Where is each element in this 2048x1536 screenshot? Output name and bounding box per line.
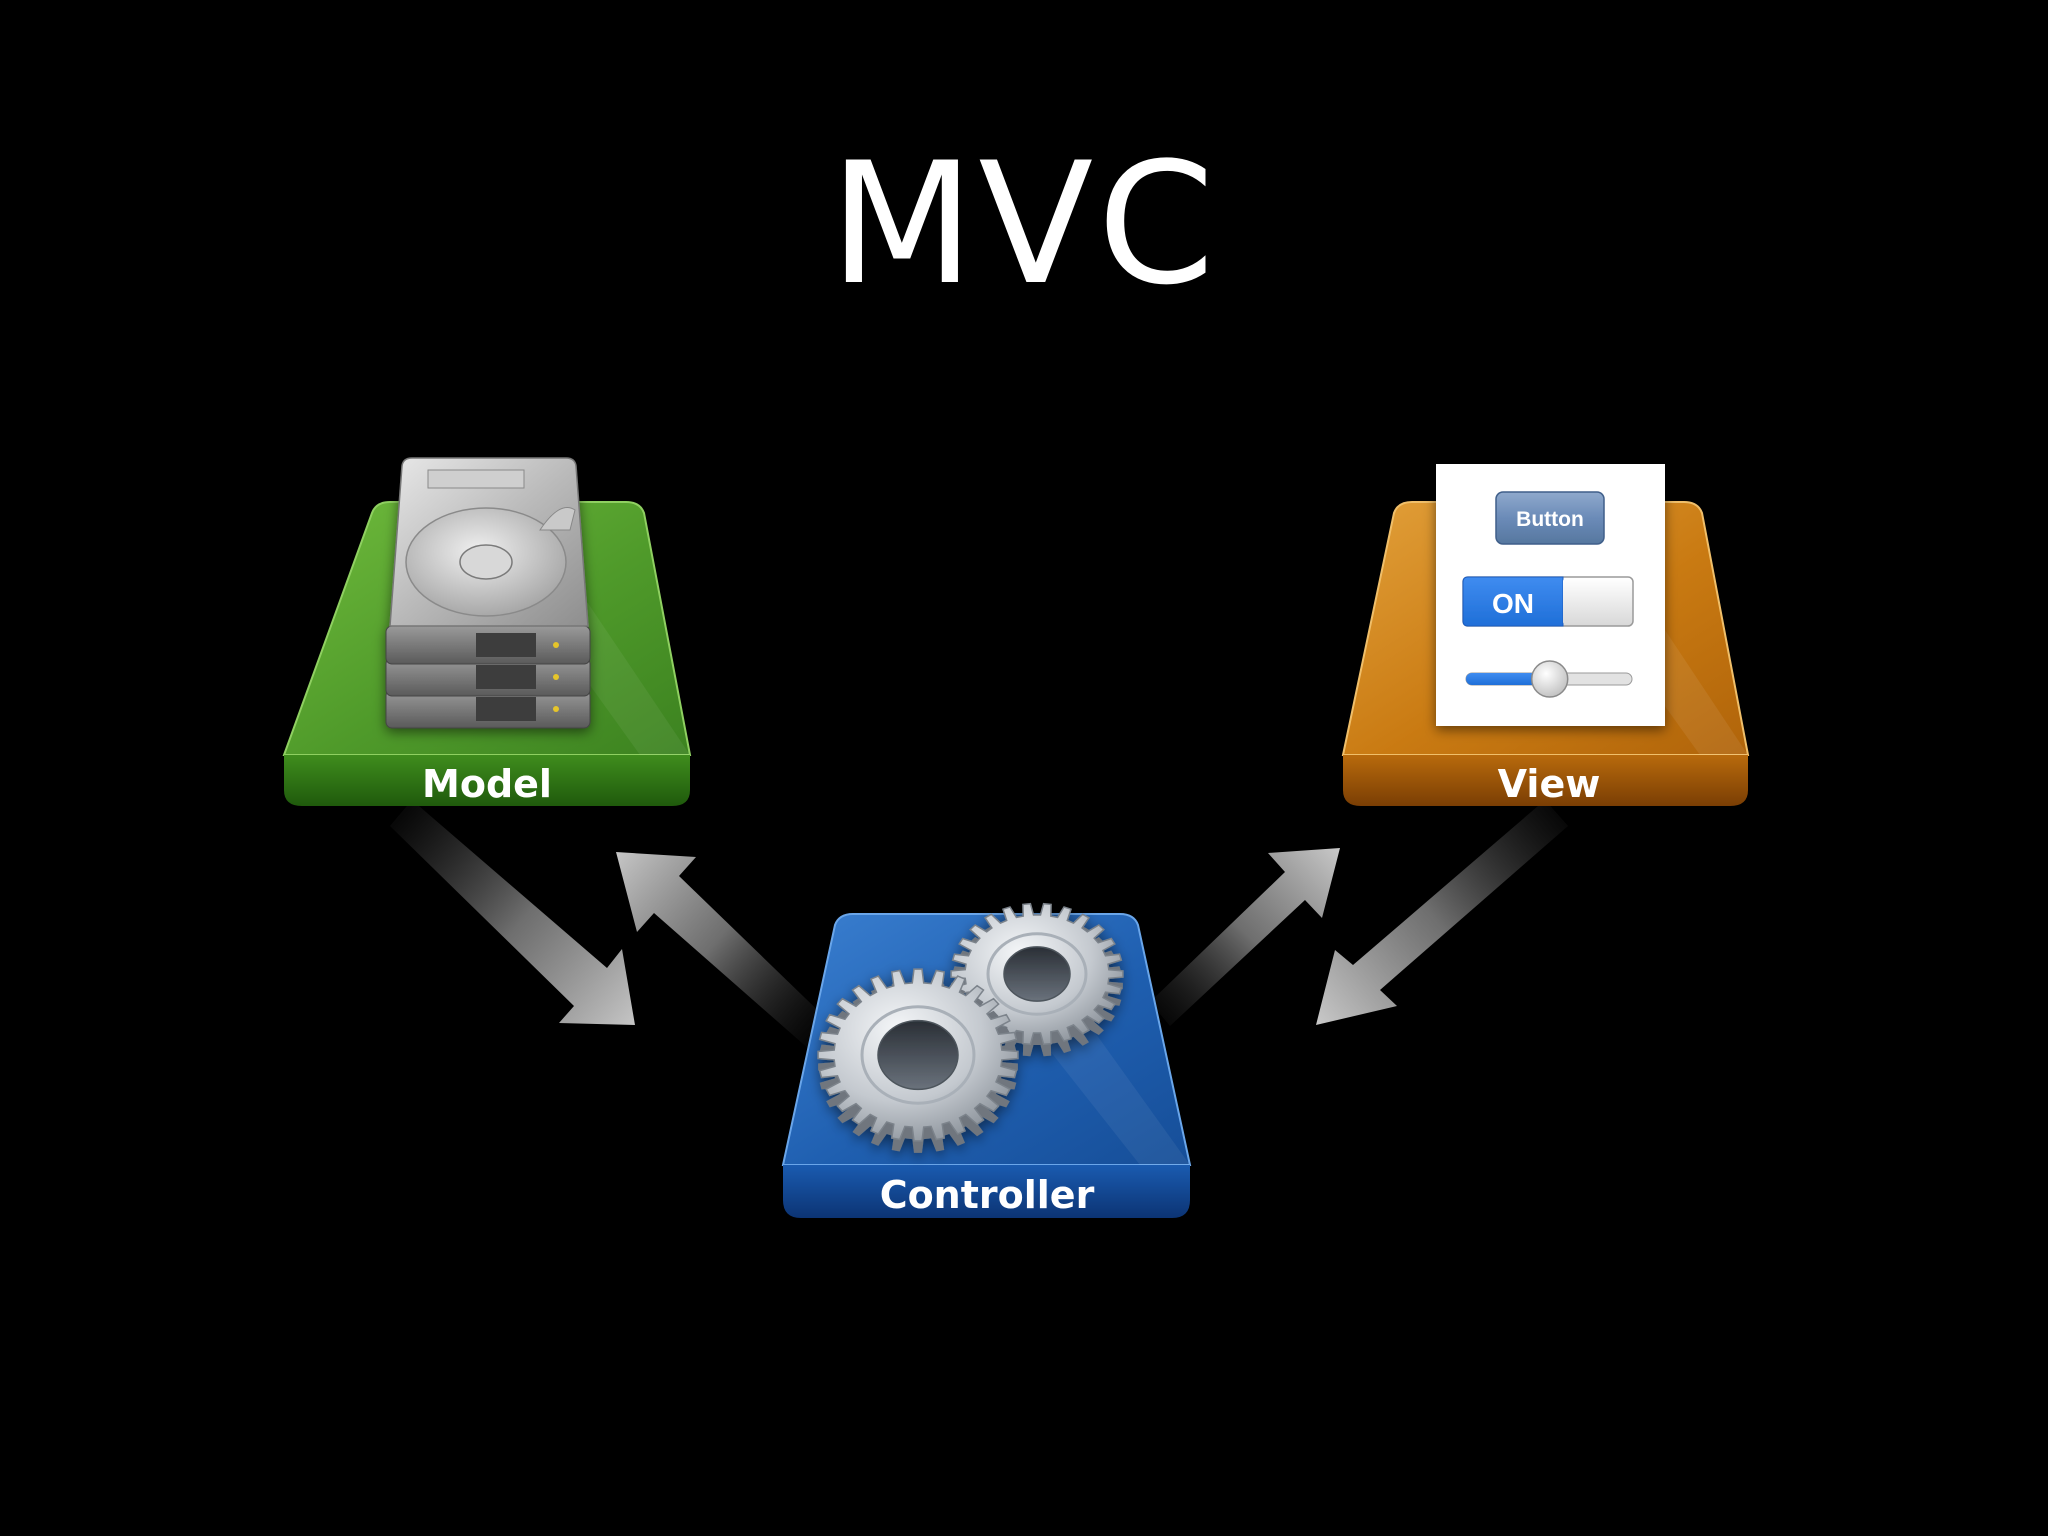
sample-button-label: Button [1516, 508, 1584, 531]
view-label: View [1498, 762, 1601, 806]
controller-node: Controller [781, 902, 1192, 1218]
view-node: Button ON View [1341, 464, 1750, 806]
arrow-controller-to-model [616, 852, 834, 1050]
sample-toggle-label: ON [1492, 588, 1534, 619]
arrow-view-to-controller [1316, 800, 1568, 1025]
arrow-controller-to-view [1150, 848, 1340, 1026]
sample-slider [1465, 660, 1633, 698]
model-node: Model [282, 457, 692, 806]
ui-controls-panel-icon: Button ON [1436, 464, 1665, 726]
sample-button: Button [1495, 491, 1605, 545]
arrow-model-to-controller [390, 800, 635, 1025]
sample-toggle: ON [1462, 576, 1634, 627]
slide-title: MVC [829, 126, 1219, 322]
model-label: Model [422, 762, 552, 806]
gears-icon [817, 902, 1124, 1153]
controller-label: Controller [880, 1173, 1095, 1217]
hard-drive-stack-icon [385, 457, 591, 729]
